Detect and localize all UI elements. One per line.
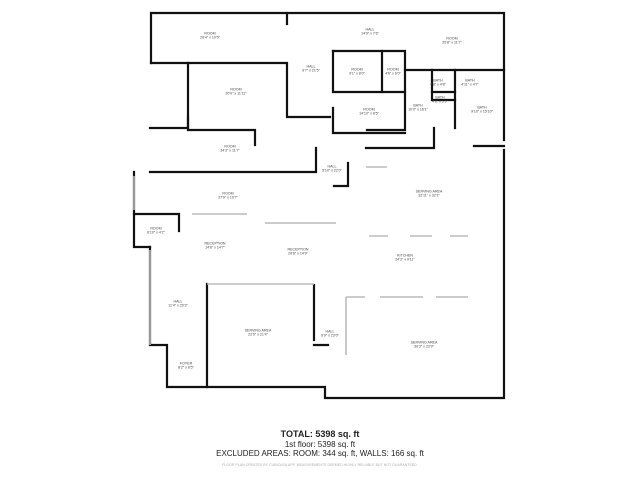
room-name: HALL <box>365 27 375 32</box>
room-dimensions: 5'10" x 22'0" <box>322 169 342 173</box>
room-dimensions: 14'10" x 8'5" <box>359 112 379 116</box>
room-name: HALL <box>173 299 183 304</box>
room-name: ROOM <box>387 67 399 72</box>
room-name: ROOM <box>351 67 363 72</box>
room-name: HALL <box>306 64 316 69</box>
room-dimensions: 9'1" x 8'0" <box>349 72 365 76</box>
inner-wall <box>430 90 457 102</box>
room-dimensions: 6'10" x 4'2" <box>147 231 165 235</box>
room-name: RECEPTION <box>287 247 309 252</box>
room-dimensions: 6'9" x 23'0" <box>321 334 339 338</box>
room-dimensions: 9'10" x 15'10" <box>471 110 493 114</box>
inner-wall <box>331 106 407 135</box>
room-dimensions: 10'0" x 16'1" <box>408 108 428 112</box>
room-dimensions: 37'9" x 10'7" <box>218 196 238 200</box>
room-name: FOYER <box>179 361 193 366</box>
outer-wall-bottom <box>205 148 506 400</box>
room-name: BATH <box>433 78 443 83</box>
inner-wall <box>186 61 332 119</box>
room-name: BATH <box>435 95 445 100</box>
room-name: BATH <box>477 105 487 110</box>
room-small-box <box>132 212 181 233</box>
inner-wall <box>430 68 457 130</box>
room-dimensions: 4'8" x 4'8" <box>430 83 446 87</box>
inner-wall <box>186 115 257 147</box>
room-dimensions: 30'3" x 23'9" <box>414 345 434 349</box>
outer-wall-left-mid <box>132 170 152 249</box>
total-area: TOTAL: 5398 sq. ft <box>280 429 360 439</box>
room-name: ROOM <box>204 31 216 36</box>
room-dimensions: 32'11" x 32'1" <box>418 194 440 198</box>
room-dimensions: 8'2" x 8'5" <box>178 366 194 370</box>
inner-wall <box>364 126 436 150</box>
room-name: SERVING AREA <box>415 189 443 194</box>
outer-wall-left-upper <box>148 61 190 130</box>
room-dimensions: 20'8" x 14'9" <box>288 252 308 256</box>
room-dimensions: 26'4" x 10'5" <box>200 36 220 40</box>
room-dimensions: 24'3" x 9'11" <box>395 258 415 262</box>
room-name: ROOM <box>230 87 242 92</box>
excluded-areas: EXCLUDED AREAS: ROOM: 344 sq. ft, WALLS:… <box>216 449 424 458</box>
room-name: ROOM <box>446 36 458 41</box>
room-name: SERVING AREA <box>410 340 438 345</box>
room-name: ROOM <box>224 144 236 149</box>
inner-wall <box>331 49 407 132</box>
room-name: ROOM <box>150 226 162 231</box>
room-dimensions: 14'9" x 7'6" <box>361 32 379 36</box>
room-dimensions: 14'8" x 14'7" <box>205 246 225 250</box>
room-dimensions: 9'7" x 21'5" <box>302 69 320 73</box>
room-dimensions: 20'0" x 11'11" <box>225 92 247 96</box>
room-name: BATH <box>413 103 423 108</box>
room-name: RECEPTION <box>204 241 226 246</box>
room-name: HALL <box>327 164 337 169</box>
room-dimensions: 4'11" x 4'7" <box>461 83 479 87</box>
outer-wall-top <box>149 11 506 142</box>
room-name: ROOM <box>222 191 234 196</box>
floor-area: 1st floor: 5398 sq. ft <box>284 440 356 449</box>
room-name: ROOM <box>363 107 375 112</box>
room-name: HALL <box>325 329 335 334</box>
disclaimer: FLOOR PLAN CREATED BY CUBICASA APP. MEAS… <box>222 463 418 467</box>
room-dimensions: 34'3" x 11'7" <box>220 149 240 153</box>
room-name: SERVING AREA <box>244 328 272 333</box>
room-name: BATH <box>465 78 475 83</box>
room-name: KITCHEN <box>397 253 413 258</box>
room-dimensions: 11'4" x 20'3" <box>168 304 188 308</box>
room-dimensions: 20'8" x 11'7" <box>442 41 462 45</box>
room-dimensions: 4'6" x 6'0" <box>385 72 401 76</box>
room-dimensions: 4'8" x 3'0" <box>432 100 448 104</box>
inner-wall <box>332 161 350 188</box>
room-dimensions: 22'0" x 21'4" <box>248 333 268 337</box>
inner-wall <box>148 146 318 174</box>
